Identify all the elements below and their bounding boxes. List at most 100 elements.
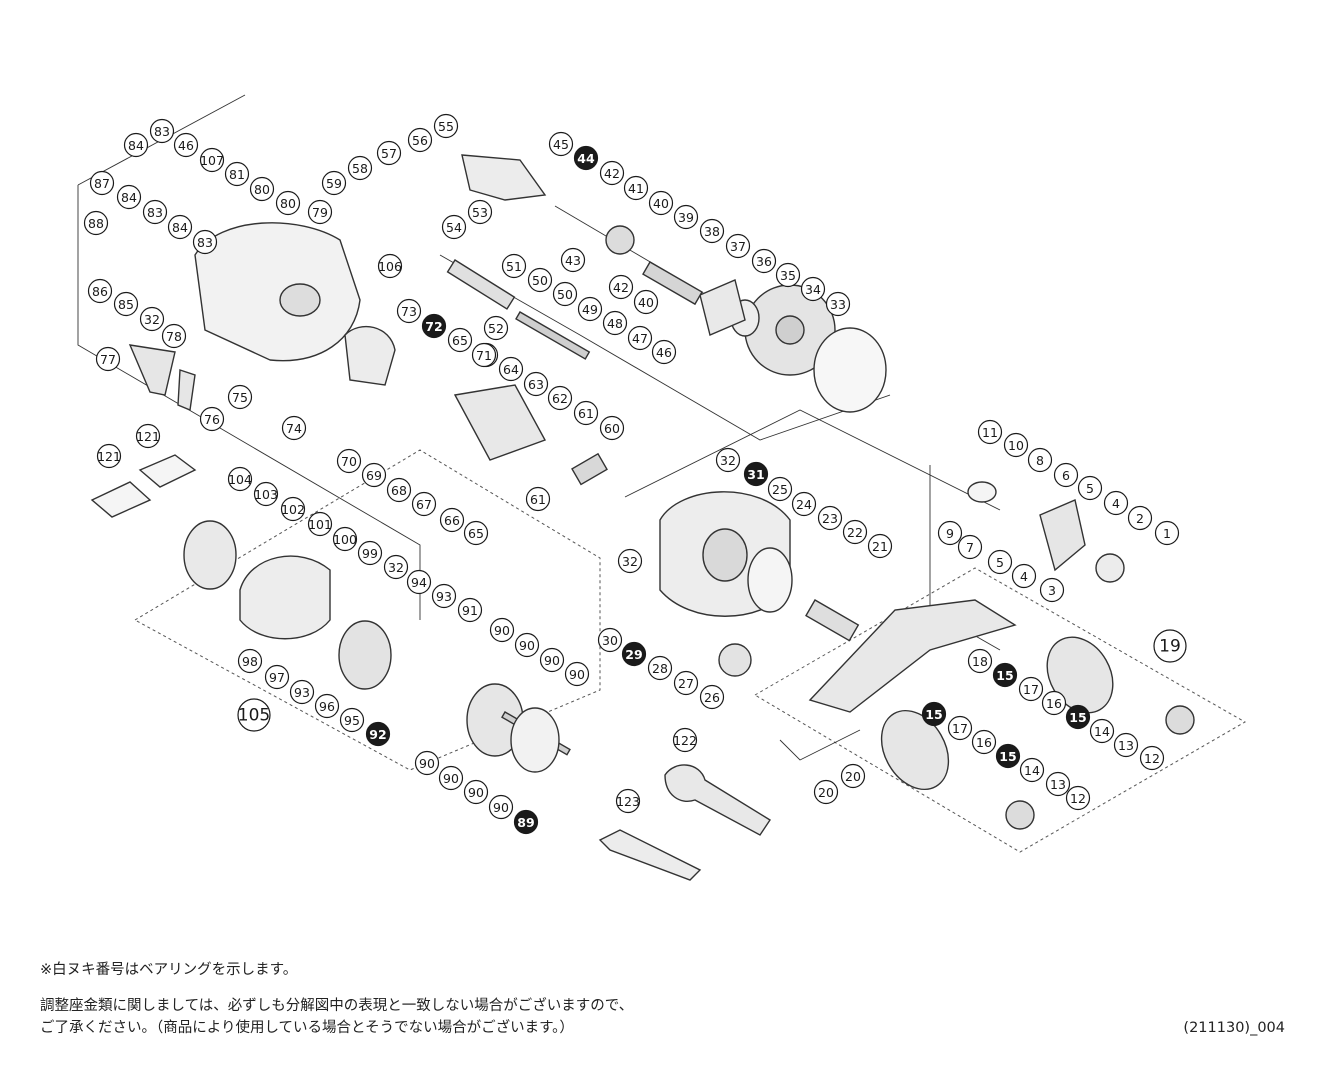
part-label-text: 24 bbox=[796, 497, 812, 512]
part-label-text: 42 bbox=[604, 166, 620, 181]
part-label-3: 3 bbox=[1039, 577, 1065, 603]
part-label-90: 90 bbox=[514, 632, 540, 658]
part-label-98: 98 bbox=[237, 648, 263, 674]
part-label-circle bbox=[602, 310, 628, 336]
top-cover-shape bbox=[461, 154, 547, 201]
part-label-text: 66 bbox=[444, 513, 460, 528]
part-label-circle bbox=[314, 693, 340, 719]
part-label-circle bbox=[800, 276, 826, 302]
part-label-circle bbox=[339, 707, 365, 733]
part-label-96: 96 bbox=[314, 693, 340, 719]
part-label-circle bbox=[775, 262, 801, 288]
part-label-circle bbox=[1103, 490, 1129, 516]
part-label-text: 83 bbox=[197, 235, 213, 250]
part-label-69: 69 bbox=[361, 462, 387, 488]
part-label-1: 1 bbox=[1154, 520, 1180, 546]
part-label-text: 67 bbox=[416, 497, 432, 512]
part-label-text: 34 bbox=[805, 282, 821, 297]
part-label-circle bbox=[1089, 718, 1115, 744]
part-label-circle bbox=[840, 763, 866, 789]
part-label-42: 42 bbox=[608, 274, 634, 300]
part-label-text: 14 bbox=[1094, 724, 1110, 739]
part-label-74: 74 bbox=[281, 415, 307, 441]
part-label-circle bbox=[447, 327, 473, 353]
part-label-circle bbox=[307, 199, 333, 225]
part-label-78: 78 bbox=[161, 323, 187, 349]
part-label-circle bbox=[867, 533, 893, 559]
level-wind-pipe bbox=[446, 259, 516, 310]
part-label-circle bbox=[647, 655, 673, 681]
part-label-circle bbox=[577, 296, 603, 322]
brake-plate bbox=[183, 520, 237, 590]
part-label-text: 84 bbox=[121, 190, 137, 205]
part-label-circle bbox=[1045, 771, 1071, 797]
part-label-15: 15 bbox=[995, 743, 1021, 769]
part-label-65: 65 bbox=[463, 520, 489, 546]
part-label-text: 15 bbox=[999, 749, 1016, 764]
part-label-49: 49 bbox=[577, 296, 603, 322]
part-label-text: 15 bbox=[1069, 710, 1086, 725]
part-label-84: 84 bbox=[167, 214, 193, 240]
part-label-text: 69 bbox=[366, 468, 382, 483]
part-label-27: 27 bbox=[673, 670, 699, 696]
handle-shaft bbox=[805, 599, 860, 642]
handle-lower-guide bbox=[779, 729, 861, 761]
part-label-circle bbox=[608, 274, 634, 300]
part-label-57: 57 bbox=[376, 140, 402, 166]
part-label-90: 90 bbox=[539, 647, 565, 673]
part-label-text: 37 bbox=[730, 239, 746, 254]
part-label-text: 72 bbox=[425, 319, 442, 334]
part-label-text: 32 bbox=[388, 560, 404, 575]
part-label-32: 32 bbox=[715, 447, 741, 473]
spool-body bbox=[510, 707, 560, 773]
part-label-circle bbox=[513, 809, 539, 835]
part-label-circle bbox=[599, 160, 625, 186]
part-label-text: 15 bbox=[996, 668, 1013, 683]
part-label-circle bbox=[921, 701, 947, 727]
part-label-text: 90 bbox=[544, 653, 560, 668]
part-label-5: 5 bbox=[987, 549, 1013, 575]
part-label-circle bbox=[672, 727, 698, 753]
part-label-circle bbox=[407, 127, 433, 153]
part-label-circle bbox=[457, 597, 483, 623]
part-label-text: 21 bbox=[872, 539, 888, 554]
part-label-50: 50 bbox=[527, 267, 553, 293]
part-label-81: 81 bbox=[224, 161, 250, 187]
part-label-circle bbox=[523, 371, 549, 397]
part-label-circle bbox=[192, 229, 218, 255]
part-label-68: 68 bbox=[386, 477, 412, 503]
part-label-20: 20 bbox=[813, 779, 839, 805]
part-label-circle bbox=[825, 291, 851, 317]
part-label-13: 13 bbox=[1113, 732, 1139, 758]
part-label-circle bbox=[751, 248, 777, 274]
part-label-text: 27 bbox=[678, 676, 694, 691]
part-label-61: 61 bbox=[525, 486, 551, 512]
part-label-text: 107 bbox=[200, 153, 224, 168]
part-label-circle bbox=[699, 684, 725, 710]
part-label-circle bbox=[992, 662, 1018, 688]
part-label-text: 14 bbox=[1024, 763, 1040, 778]
part-label-circle bbox=[441, 214, 467, 240]
part-label-15: 15 bbox=[1065, 704, 1091, 730]
part-label-46: 46 bbox=[651, 339, 677, 365]
part-label-33: 33 bbox=[825, 291, 851, 317]
part-label-77: 77 bbox=[95, 346, 121, 372]
right-side-guide bbox=[624, 409, 1001, 511]
part-label-circle bbox=[597, 627, 623, 653]
part-label-circle bbox=[623, 175, 649, 201]
part-label-text: 87 bbox=[94, 176, 110, 191]
part-label-7: 7 bbox=[957, 534, 983, 560]
part-label-text: 70 bbox=[341, 454, 357, 469]
part-label-circle bbox=[673, 204, 699, 230]
part-label-circle bbox=[113, 291, 139, 317]
part-label-circle bbox=[488, 794, 514, 820]
part-label-text: 17 bbox=[1023, 682, 1039, 697]
part-label-text: 92 bbox=[369, 727, 386, 742]
part-label-text: 99 bbox=[362, 546, 378, 561]
part-label-15: 15 bbox=[921, 701, 947, 727]
part-label-text: 41 bbox=[628, 181, 644, 196]
part-label-circle bbox=[87, 278, 113, 304]
part-label-51: 51 bbox=[501, 253, 527, 279]
part-label-circle bbox=[651, 339, 677, 365]
part-label-36: 36 bbox=[751, 248, 777, 274]
